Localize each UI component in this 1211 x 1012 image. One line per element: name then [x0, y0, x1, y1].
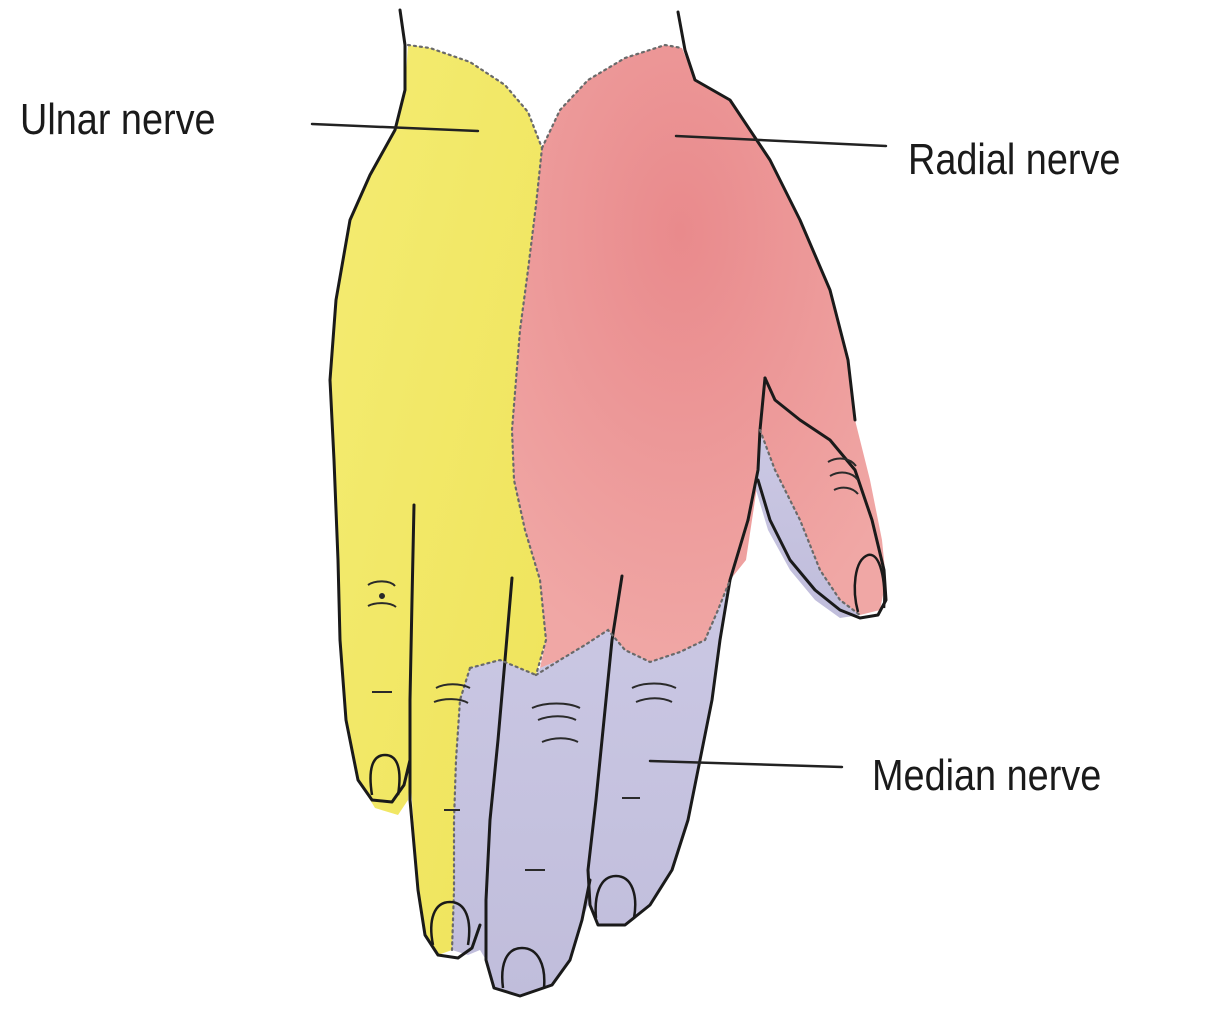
- radial-nerve-label: Radial nerve: [908, 138, 1120, 182]
- median-nerve-label: Median nerve: [872, 754, 1101, 798]
- ulnar-nerve-label: Ulnar nerve: [20, 98, 216, 142]
- radial-nerve-region: [512, 45, 886, 668]
